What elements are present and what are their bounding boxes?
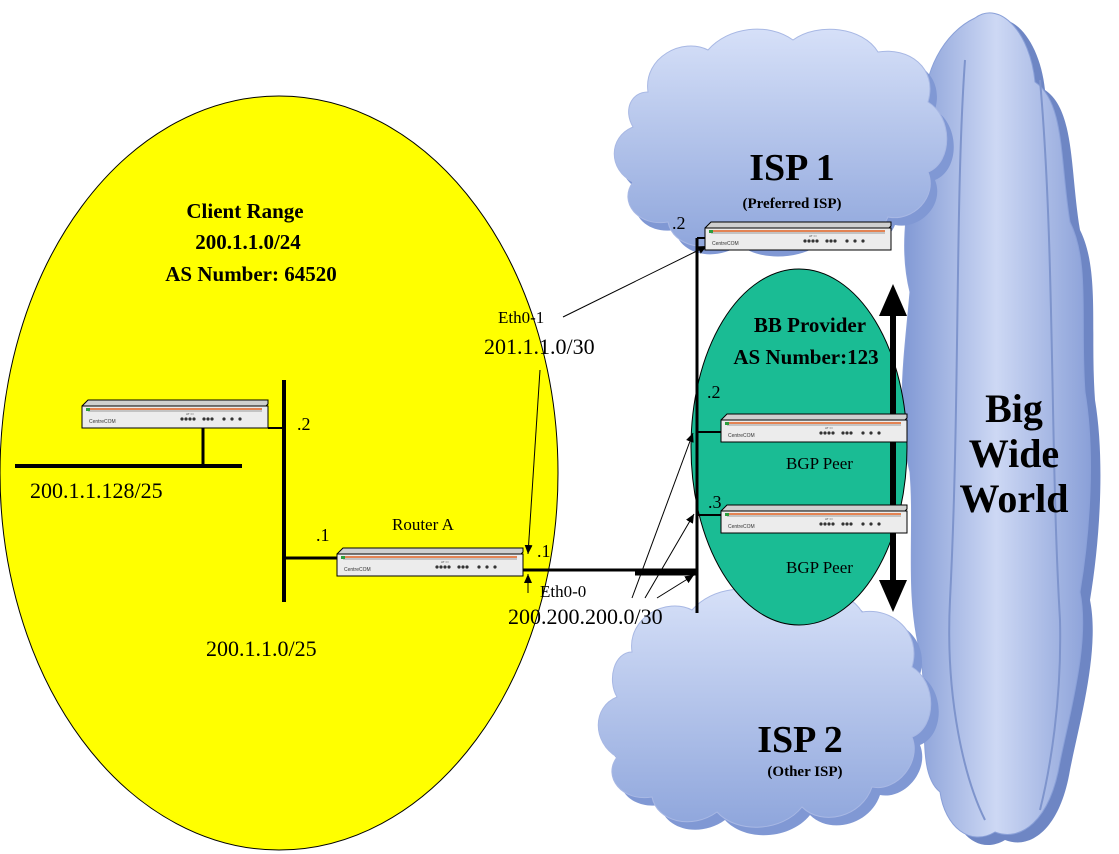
bgp-peer1-addr: .2	[707, 382, 721, 402]
link-isp1-label: 201.1.1.0/30	[484, 334, 595, 359]
world-label: Big Wide World	[960, 386, 1069, 521]
isp1-cloud	[613, 28, 954, 257]
router-a[interactable]: CentreCOM	[336, 547, 524, 577]
client-router[interactable]: CentreCOM	[81, 399, 269, 429]
lan-upper-label: 200.1.1.128/25	[30, 478, 163, 503]
bb-provider-as-number: AS Number:123	[733, 345, 878, 369]
router-a-name: Router A	[392, 515, 455, 534]
world-line3: World	[960, 476, 1069, 521]
client-range-title: Client Range	[186, 199, 303, 223]
bgp-peer2-addr: .3	[708, 492, 722, 512]
client-router-model: CentreCOM	[89, 419, 116, 425]
isp1-subtitle: (Preferred ISP)	[743, 196, 842, 212]
lan-lower-label: 200.1.1.0/25	[206, 636, 317, 661]
isp1-router-addr: .2	[672, 213, 686, 233]
bb-provider-title: BB Provider	[754, 313, 866, 337]
isp1-title: ISP 1	[749, 147, 835, 189]
client-router-addr: .2	[297, 414, 311, 434]
bgp-peer1-model: CentreCOM	[728, 433, 755, 439]
router-a-model: CentreCOM	[344, 567, 371, 573]
big-wide-world-cloud	[901, 12, 1101, 846]
bgp-peer1-router[interactable]: CentreCOM	[720, 413, 908, 443]
bb-link-arrow	[656, 574, 695, 599]
isp2-subtitle: (Other ISP)	[767, 764, 842, 780]
client-zone	[0, 95, 559, 851]
router-a-lan-addr: .1	[316, 525, 330, 545]
network-links	[15, 237, 724, 613]
eth0-1-arrow	[562, 245, 708, 318]
isp2-cloud	[597, 588, 939, 836]
router-a-wan-addr: .1	[537, 541, 551, 561]
bgp-peer1-arrow	[631, 432, 694, 599]
client-range-subnet: 200.1.1.0/24	[195, 230, 301, 254]
bgp-peer2-model: CentreCOM	[728, 524, 755, 530]
eth0-1-label: Eth0-1	[498, 308, 544, 327]
world-line1: Big	[985, 386, 1043, 431]
link-arrows	[524, 245, 708, 599]
eth0-0-label: Eth0-0	[540, 582, 586, 601]
isp1-router-model: CentreCOM	[712, 241, 739, 247]
world-line2: Wide	[969, 431, 1059, 476]
bgp-peer1-label: BGP Peer	[786, 454, 853, 473]
bb-provider-zone	[690, 268, 908, 626]
isp2-title: ISP 2	[757, 719, 843, 761]
isp1-router[interactable]: CentreCOM	[704, 221, 892, 251]
link-bb-label: 200.200.200.0/30	[508, 604, 663, 629]
bgp-peer2-label: BGP Peer	[786, 558, 853, 577]
bb-vertical-arrows	[879, 284, 907, 612]
client-as-number: AS Number: 64520	[165, 262, 337, 286]
bgp-peer2-arrow	[644, 513, 695, 599]
link-isp1-arrow	[524, 369, 541, 555]
bgp-peer2-router[interactable]: CentreCOM	[720, 504, 908, 534]
